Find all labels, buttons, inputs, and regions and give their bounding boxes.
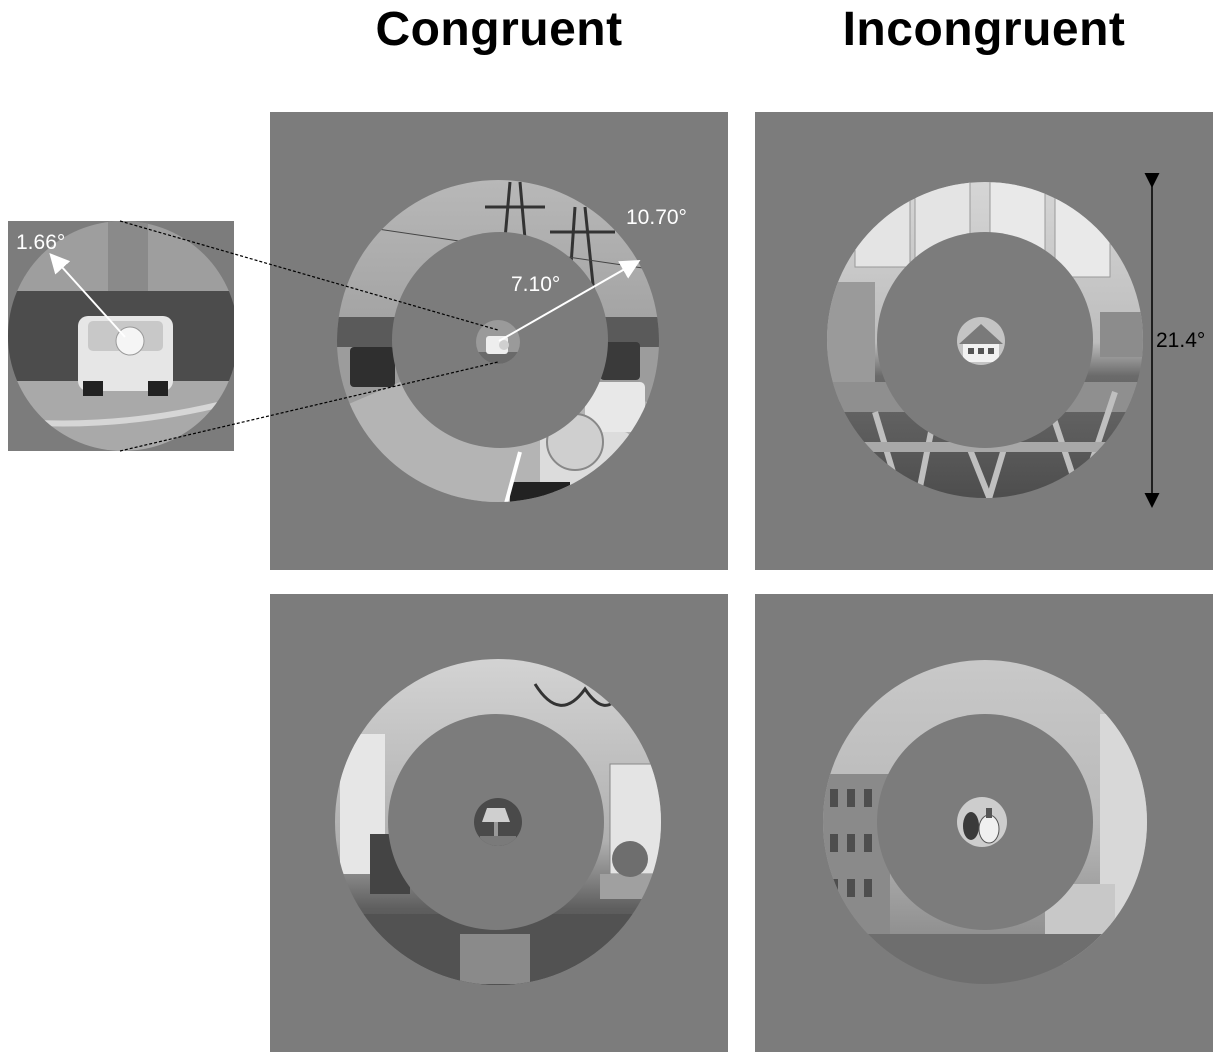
fovea-zoom-inset bbox=[8, 221, 234, 451]
congruent-column-title: Congruent bbox=[375, 3, 623, 56]
panel-congruent-livingroom bbox=[270, 594, 728, 1052]
zoomed-car-image bbox=[8, 221, 234, 451]
house-fovea-patch bbox=[957, 317, 1005, 365]
vases-fovea-patch bbox=[957, 797, 1007, 847]
incongruent-column-title: Incongruent bbox=[842, 3, 1126, 56]
panel-congruent-highway bbox=[270, 112, 728, 570]
lamp-fovea-patch bbox=[474, 798, 522, 846]
panel-incongruent-kitchen bbox=[755, 112, 1213, 570]
panel-incongruent-street bbox=[755, 594, 1213, 1052]
